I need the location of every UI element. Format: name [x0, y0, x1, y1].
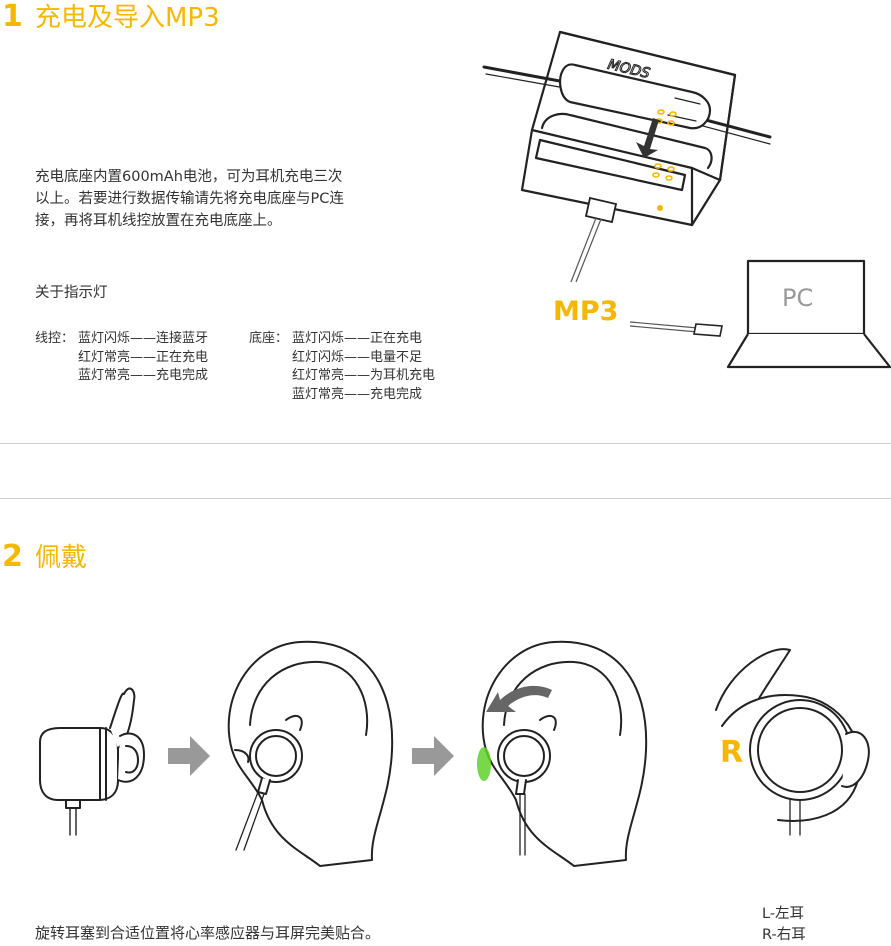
- right-earbud-illustration: [715, 648, 870, 836]
- ear-illustration-step3: [481, 640, 648, 867]
- pc-label: PC: [782, 284, 813, 312]
- wearing-diagram: R: [39, 640, 870, 867]
- cradle-contact-dots: [652, 163, 675, 181]
- pc-usb-plug: [693, 323, 723, 337]
- usb-plug: [584, 196, 618, 224]
- remote-row: 蓝灯闪烁——连接蓝牙: [78, 331, 209, 346]
- indicator-heading: 关于指示灯: [35, 285, 108, 301]
- base-row: 红灯闪烁——电量不足: [292, 349, 423, 365]
- remote-label: 线控：: [35, 331, 75, 346]
- wearing-instruction: 旋转耳塞到合适位置将心率感应器与耳屏完美贴合。: [35, 924, 381, 942]
- section-2-title: 佩戴: [35, 543, 88, 573]
- remote-row: 红灯常亮——正在充电: [78, 349, 209, 365]
- base-indicator-list: 蓝灯闪烁——正在充电 红灯闪烁——电量不足 红灯常亮——为耳机充电 蓝灯常亮——…: [292, 330, 435, 404]
- section-2-number: 2: [2, 539, 23, 574]
- base-row: 蓝灯闪烁——正在充电: [292, 331, 423, 346]
- right-ear-marker: R: [720, 735, 743, 770]
- base-row: 蓝灯常亮——充电完成: [292, 386, 423, 402]
- base-row: 红灯常亮——为耳机充电: [292, 368, 436, 383]
- divider: [0, 498, 891, 499]
- section-1-number: 1: [2, 0, 23, 34]
- laptop-icon: [726, 259, 891, 369]
- insert-arrow-icon: [636, 118, 659, 158]
- rotate-arrow-icon: [486, 685, 552, 712]
- base-label: 底座：: [249, 331, 289, 346]
- earbud-standalone: [39, 687, 145, 836]
- ear-illustration-step2: [227, 640, 394, 867]
- next-step-arrow-icon: [168, 736, 210, 776]
- charging-description: 充电底座内置600mAh电池，可为耳机充电三次以上。若要进行数据传输请先将充电底…: [35, 169, 344, 229]
- legend-right-ear: R-右耳: [762, 927, 806, 943]
- heart-rate-sensor-glow: [477, 747, 491, 781]
- section-1-title: 充电及导入MP3: [35, 3, 220, 33]
- mp3-label: MP3: [553, 296, 618, 327]
- charging-dock-diagram: MODS MP3 PC: [482, 30, 891, 369]
- dock-status-led: [657, 205, 663, 211]
- remote-row: 蓝灯常亮——充电完成: [78, 368, 209, 383]
- legend-left-ear: L-左耳: [762, 906, 805, 922]
- divider: [0, 443, 891, 444]
- remote-indicator-list: 蓝灯闪烁——连接蓝牙 红灯常亮——正在充电 蓝灯常亮——充电完成: [78, 330, 208, 386]
- next-step-arrow-icon: [412, 736, 454, 776]
- remote-led-dots: [655, 109, 677, 126]
